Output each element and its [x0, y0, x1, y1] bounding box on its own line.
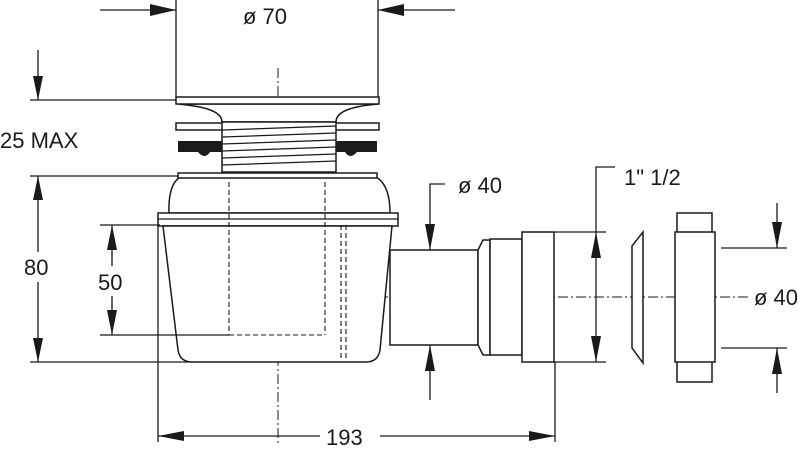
gasket-left	[178, 141, 225, 156]
outlet-diameter-dimension	[425, 183, 445, 400]
connector-diameter-dimension	[721, 203, 787, 393]
overall-length-label: 193	[326, 425, 363, 450]
grate-diameter-dimension	[100, 0, 455, 97]
overall-length-dimension	[157, 226, 556, 450]
connector-diameter-label: ø 40	[754, 285, 798, 310]
outlet-pipe	[389, 231, 555, 363]
cone-washer	[631, 229, 644, 366]
thread-size-dimension	[554, 166, 615, 363]
adjustable-max-label: 25 MAX	[0, 128, 79, 153]
trap-body	[157, 172, 399, 363]
connector-nut	[674, 212, 716, 383]
body-height-label: 80	[24, 255, 48, 280]
water-seal-dimension	[96, 224, 229, 336]
grate-diameter-label: ø 70	[243, 4, 287, 29]
grate	[175, 96, 380, 173]
water-seal-label: 50	[98, 270, 122, 295]
thread-size-label: 1" 1/2	[624, 165, 681, 190]
gasket-right	[333, 141, 377, 156]
outlet-diameter-label: ø 40	[458, 173, 502, 198]
